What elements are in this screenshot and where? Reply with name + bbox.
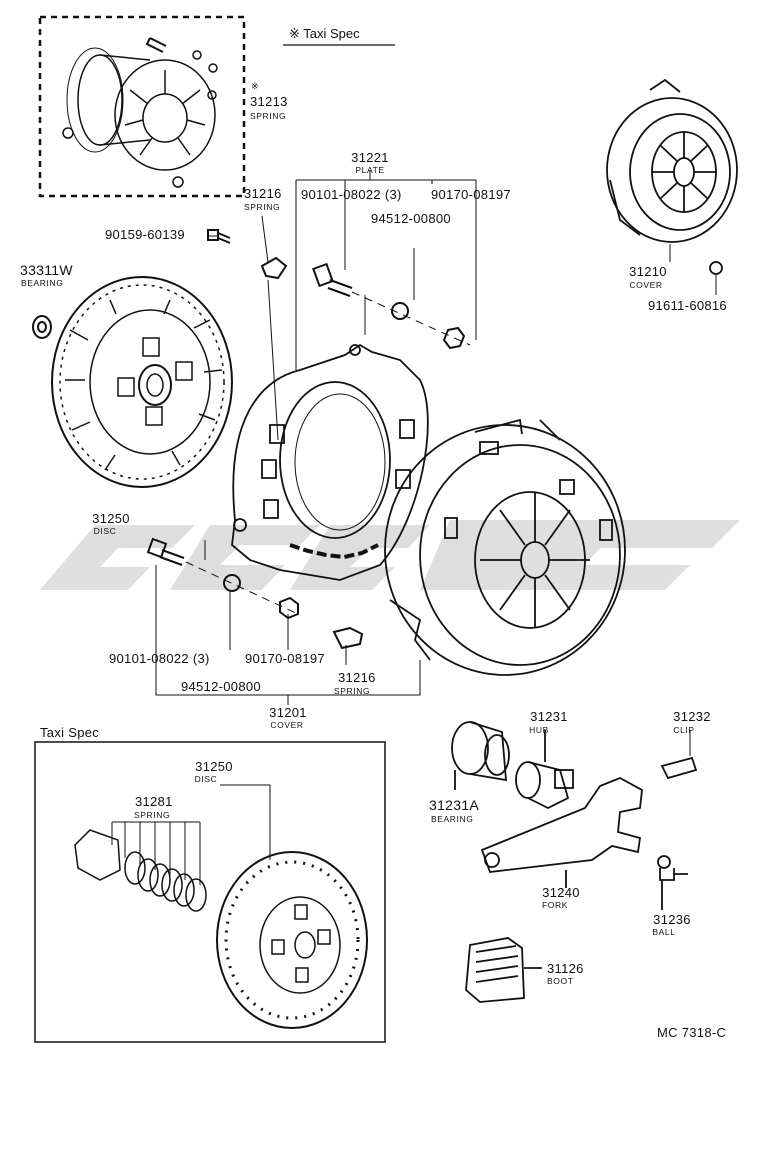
callout-lines-bottom [155, 540, 421, 705]
label-31231a-number: 31231A [429, 797, 480, 813]
callout-lines-top [208, 170, 477, 441]
pressure-plate-31201 [231, 343, 429, 581]
pilot-bearing [32, 315, 52, 339]
label-31210-name: COVER [629, 280, 663, 290]
label-31213-number: 31213 [250, 94, 288, 109]
plate-fasteners-bottom [146, 537, 364, 650]
label-33311w-name: BEARING [21, 278, 64, 288]
label-31250-taxi-name: DISC [194, 774, 218, 784]
spring-clip-top [260, 256, 288, 280]
label-31216-top-name: SPRING [244, 202, 281, 212]
release-hub [515, 730, 574, 810]
taxi-spec-box [34, 741, 386, 1043]
label-31216-bottom-name: SPRING [334, 686, 371, 696]
taxi-pressure-plate [62, 37, 218, 188]
clutch-cover-large [384, 418, 626, 676]
diagram-code: MC 7318-C [657, 1025, 727, 1040]
label-31250-taxi-number: 31250 [195, 759, 233, 774]
label-31216-bottom-number: 31216 [338, 670, 376, 685]
label-31281-number: 31281 [135, 794, 173, 809]
taxi-spec-dashed-box [38, 15, 246, 198]
label-31231-name: HUB [529, 725, 549, 735]
label-31236-name: BALL [652, 927, 676, 937]
label-31281-name: SPRING [134, 810, 171, 820]
clutch-disc [51, 276, 233, 488]
header-taxi-spec-box: Taxi Spec [40, 725, 100, 740]
plate-fasteners-top [312, 262, 466, 350]
label-94512-bottom: 94512-00800 [181, 679, 261, 694]
watermark-logo [40, 520, 740, 590]
taxi-disc-assembly [74, 829, 368, 1029]
label-31232-number: 31232 [673, 709, 711, 724]
release-bearing [451, 721, 510, 790]
label-90170-top: 90170-08197 [431, 187, 511, 202]
label-90101-top: 90101-08022 (3) [301, 187, 402, 202]
label-90170-bottom: 90170-08197 [245, 651, 325, 666]
clutch-cover-31210 [606, 78, 738, 275]
release-boot [465, 937, 542, 1003]
label-90159: 90159-60139 [105, 227, 185, 242]
label-31210-number: 31210 [629, 264, 667, 279]
bolt-90159 [207, 229, 231, 244]
label-31221-number: 31221 [351, 150, 389, 165]
label-31250-name: DISC [93, 526, 117, 536]
fork-clip [660, 756, 698, 780]
label-31201-name: COVER [270, 720, 304, 730]
label-31240-name: FORK [541, 900, 569, 910]
label-31231a-name: BEARING [431, 814, 474, 824]
mark-31213: ※ [251, 81, 259, 91]
label-31221-name: PLATE [355, 165, 385, 175]
label-31232-name: CLIP [673, 725, 695, 735]
release-fork [480, 777, 643, 888]
label-31126-number: 31126 [547, 961, 584, 976]
callout-lines-taxi [111, 784, 271, 885]
label-94512-top: 94512-00800 [371, 211, 451, 226]
label-31240-number: 31240 [542, 885, 580, 900]
label-33311w-number: 33311W [20, 262, 73, 278]
label-90101-bottom: 90101-08022 (3) [109, 651, 210, 666]
label-31250-number: 31250 [92, 511, 130, 526]
label-31216-top-number: 31216 [244, 186, 282, 201]
label-31201-number: 31201 [269, 705, 307, 720]
label-31213-name: SPRING [250, 111, 287, 121]
pivot-ball [657, 855, 688, 910]
header-taxi-spec-marked: ※ Taxi Spec [289, 26, 360, 41]
label-91611: 91611-60816 [648, 298, 727, 313]
label-31126-name: BOOT [547, 976, 574, 986]
label-31231-number: 31231 [530, 709, 568, 724]
label-31236-number: 31236 [653, 912, 691, 927]
